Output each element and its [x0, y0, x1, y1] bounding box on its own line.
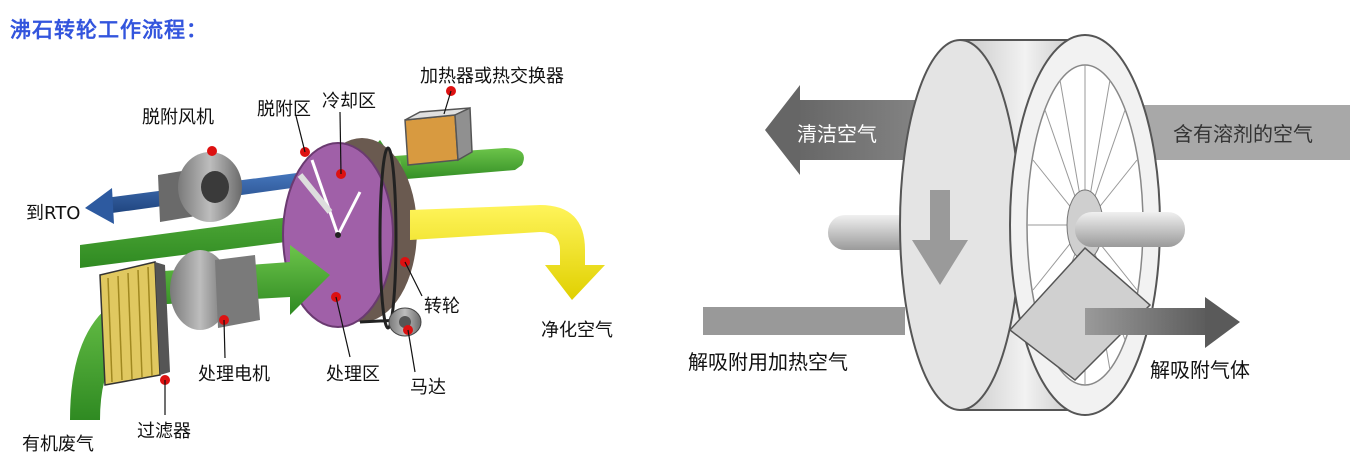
label-process-zone: 处理区 [326, 364, 380, 385]
page-title: 沸石转轮工作流程： [10, 18, 208, 42]
label-motor: 马达 [410, 377, 446, 398]
desorb-heat-air-bar [703, 307, 905, 335]
label-desorb-fan: 脱附风机 [142, 107, 214, 128]
label-desorb-gas: 解吸附气体 [1150, 358, 1250, 382]
label-clean-air: 净化空气 [541, 320, 613, 341]
label-organic-gas: 有机废气 [22, 434, 94, 455]
label-cooling-zone: 冷却区 [322, 91, 376, 112]
label-solvent-air: 含有溶剂的空气 [1173, 122, 1313, 146]
rotation-arrow-icon [912, 190, 968, 285]
label-process-motor: 处理电机 [198, 364, 270, 385]
label-heater: 加热器或热交换器 [420, 66, 564, 87]
desorb-gas-arrow [1085, 297, 1240, 348]
label-leader-lines [164, 90, 452, 415]
desorb-fan-icon [158, 152, 242, 222]
label-desorb-zone: 脱附区 [257, 99, 311, 120]
heater-icon [404, 106, 473, 166]
right-shaft [1075, 212, 1185, 247]
label-clean-air-right: 清洁空气 [797, 122, 877, 146]
yellow-arrow-clean-air [410, 205, 605, 300]
solvent-air-arrow [1100, 105, 1350, 160]
process-motor-icon [170, 250, 260, 330]
green-duct-long [80, 160, 410, 268]
label-desorb-heat-air: 解吸附用加热空气 [688, 350, 848, 374]
desorption-sector [1008, 246, 1152, 381]
label-to-rto: 到RTO [26, 203, 81, 224]
label-filter: 过滤器 [137, 421, 191, 442]
filter-icon [99, 261, 170, 386]
label-rotor: 转轮 [424, 296, 460, 317]
